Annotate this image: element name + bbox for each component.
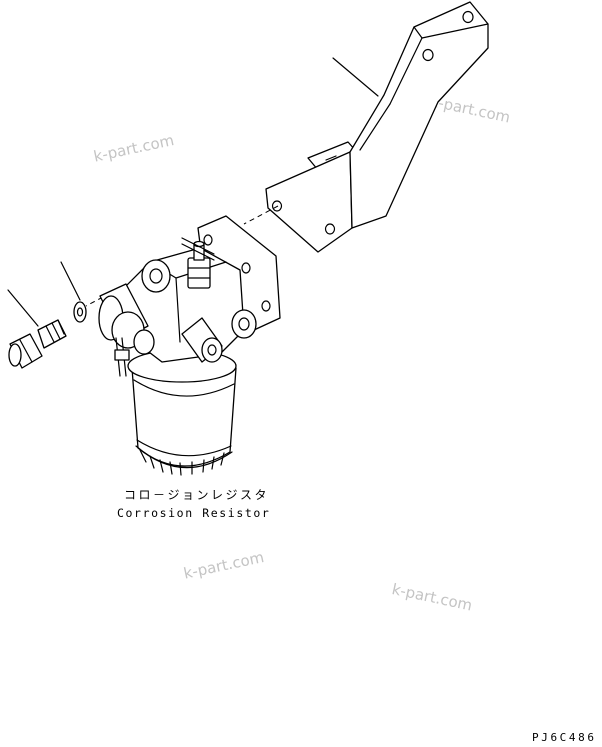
washer (73, 301, 87, 323)
leader-line-bracket (332, 57, 379, 97)
mounting-bracket (265, 1, 489, 253)
corrosion-resistor (98, 215, 281, 476)
assembly-centerline (243, 205, 279, 225)
caption-japanese: コロ－ジョンレジスタ (124, 488, 270, 502)
leader-line-bolt (7, 289, 39, 327)
caption-english: Corrosion Resistor (117, 506, 271, 520)
drawing-code: PJ6C486 (532, 731, 597, 744)
leader-line-washer (60, 261, 81, 301)
hex-bolt (8, 319, 67, 369)
